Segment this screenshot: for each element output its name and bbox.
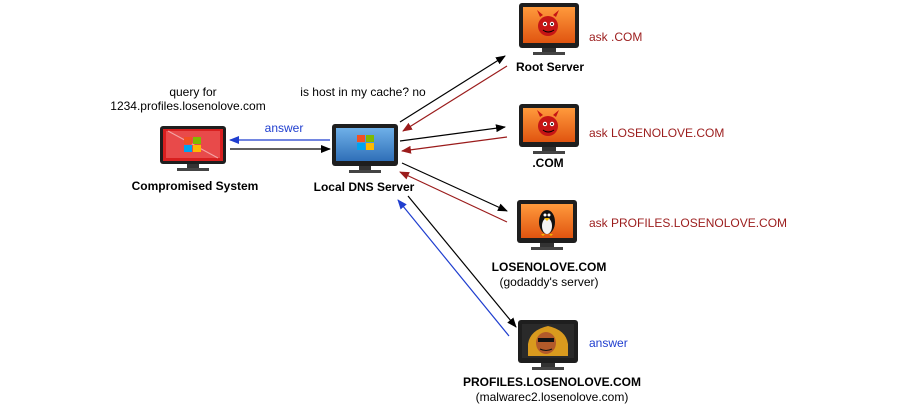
com-server-label: .COM: [532, 156, 563, 170]
com-side-label: ask LOSENOLOVE.COM: [589, 126, 724, 140]
windows-flag-icon: [332, 124, 398, 173]
root-side-label: ask .COM: [589, 30, 642, 44]
arrow-local-to-profiles: [407, 195, 517, 328]
com-server-node: ask LOSENOLOVE.COM .COM: [519, 104, 724, 170]
losenolove-side-label: ask PROFILES.LOSENOLOVE.COM: [589, 216, 787, 230]
arrow-root-to-local: [402, 65, 508, 132]
arrow-local-to-root: [399, 55, 506, 123]
losenolove-server-node: ask PROFILES.LOSENOLOVE.COM LOSENOLOVE.C…: [492, 200, 787, 289]
root-server-label: Root Server: [516, 60, 584, 74]
bsd-daemon-icon: [519, 3, 579, 55]
linux-penguin-icon: [517, 200, 577, 250]
profiles-server-sub: (malwarec2.losenolove.com): [476, 390, 629, 404]
profiles-server-label: PROFILES.LOSENOLOVE.COM: [463, 375, 641, 389]
compromised-system-label: Compromised System: [132, 179, 259, 193]
answer-label-client: answer: [265, 121, 304, 135]
windows-flag-icon: [160, 126, 226, 171]
root-server-node: ask .COM Root Server: [516, 3, 642, 74]
compromised-system-node: query for 1234.profiles.losenolove.com C…: [110, 85, 265, 193]
arrow-losenolove-to-local: [399, 171, 508, 223]
arrows: [229, 55, 517, 337]
cache-check-note: is host in my cache? no: [300, 85, 426, 99]
profiles-server-node: answer PROFILES.LOSENOLOVE.COM (malwarec…: [463, 320, 641, 404]
arrow-com-to-local: [401, 136, 508, 154]
losenolove-server-label: LOSENOLOVE.COM: [492, 260, 607, 274]
arrow-local-to-com: [399, 124, 506, 142]
bsd-daemon-icon: [519, 104, 579, 154]
arrow-local-to-losenolove: [401, 162, 508, 212]
arrow-profiles-to-local: [397, 199, 510, 337]
local-dns-server-node: is host in my cache? no Local DNS Server: [300, 85, 426, 194]
local-dns-server-label: Local DNS Server: [314, 180, 415, 194]
hacker-face-icon: [518, 320, 578, 370]
query-line-1: query for: [169, 85, 216, 99]
losenolove-server-sub: (godaddy's server): [500, 275, 599, 289]
profiles-side-label: answer: [589, 336, 628, 350]
query-line-2: 1234.profiles.losenolove.com: [110, 99, 265, 113]
